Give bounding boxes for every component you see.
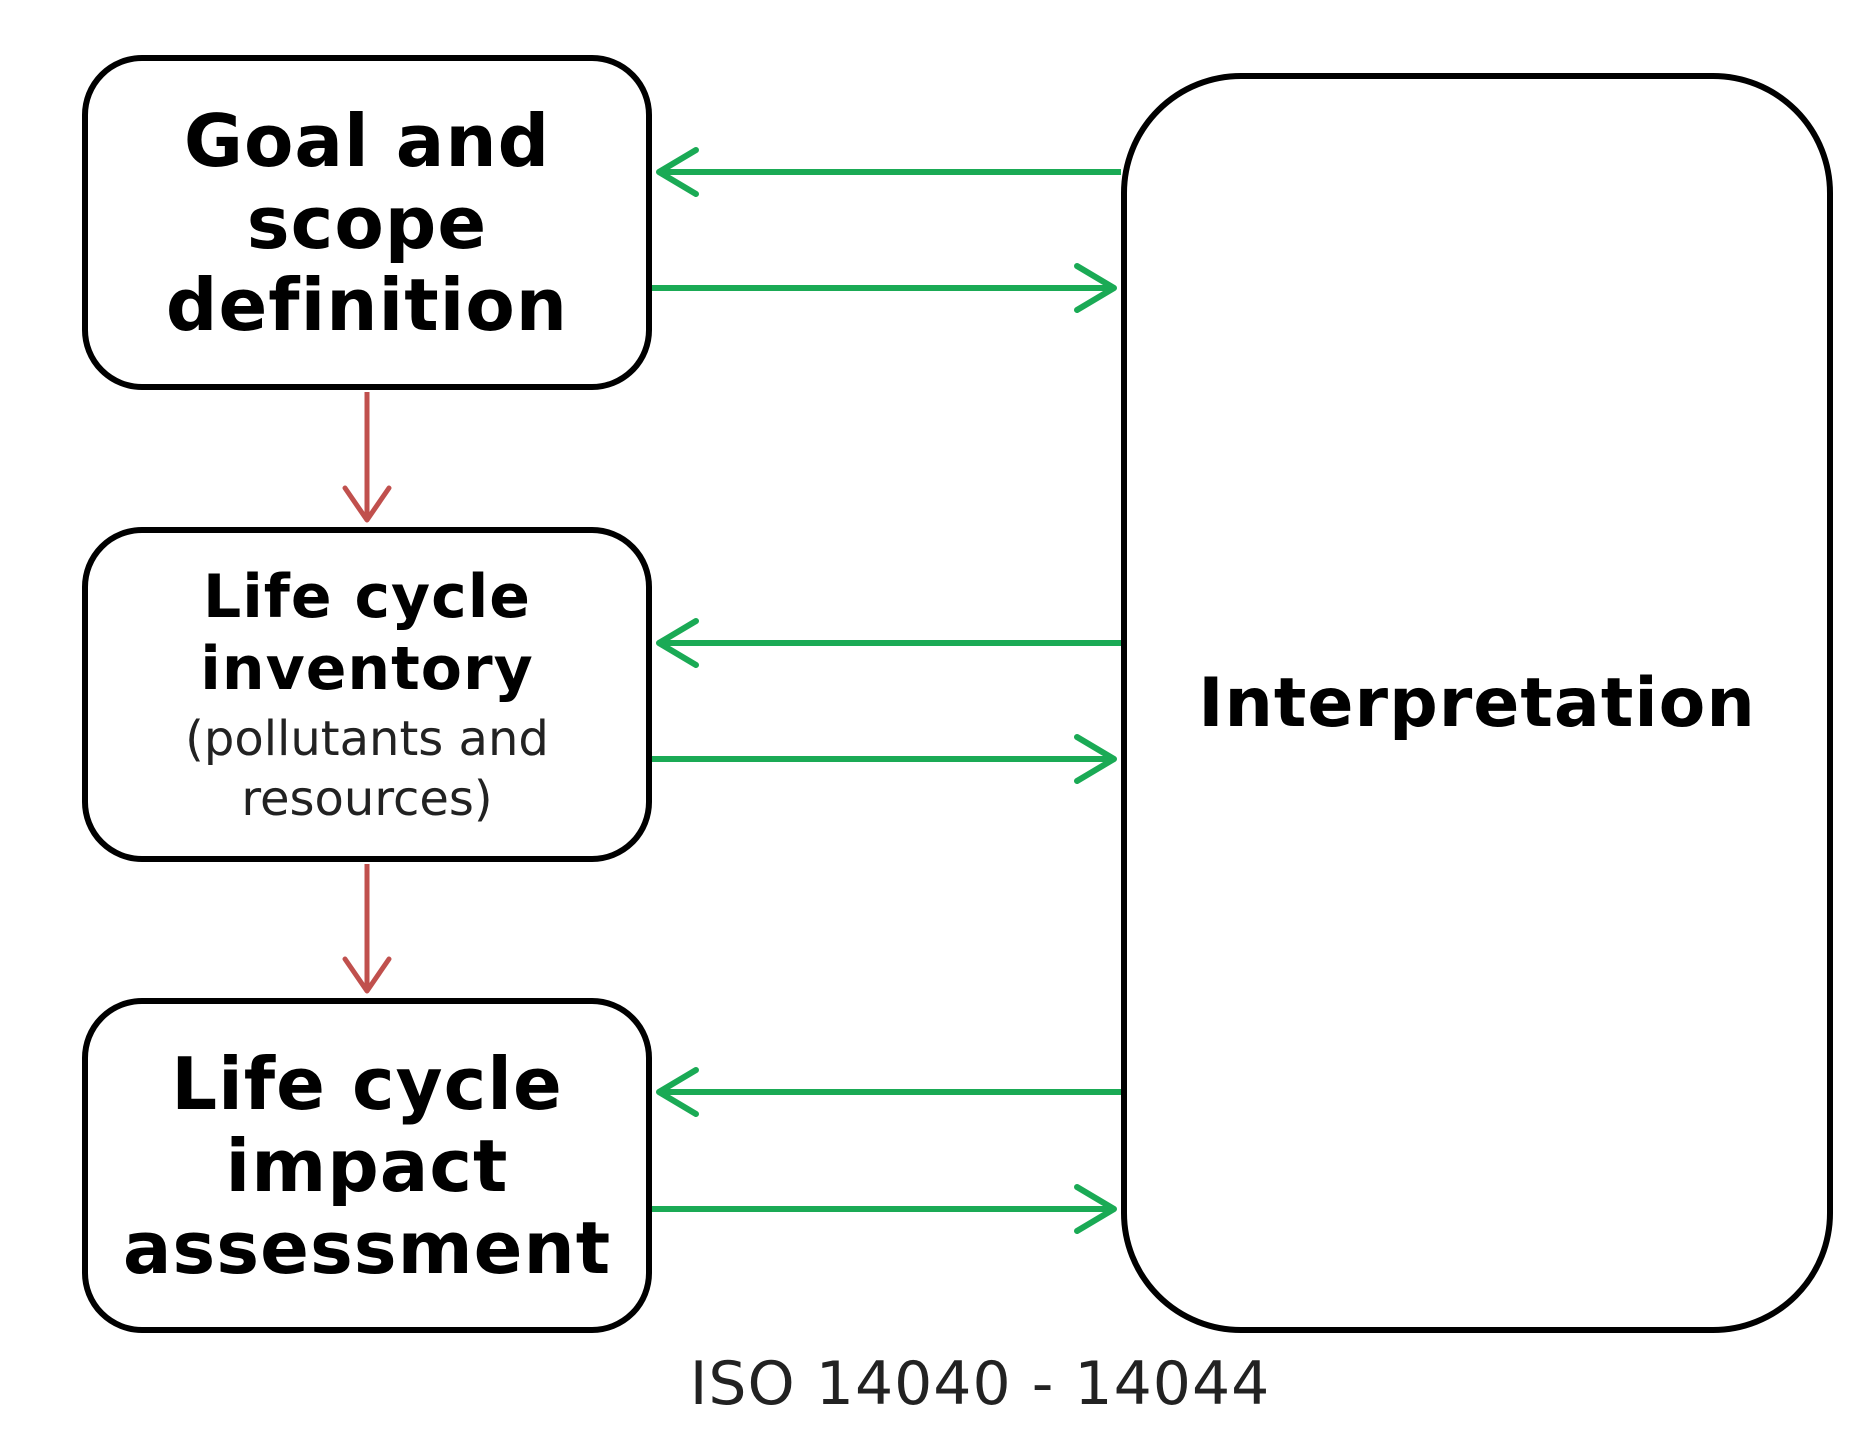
- life-cycle-impact-assessment-box: Life cycle impact assessment: [82, 998, 652, 1333]
- goal-and-scope-box: Goal and scope definition: [82, 55, 652, 390]
- life-cycle-inventory-box: Life cycle inventory (pollutants and res…: [82, 527, 652, 862]
- feedback-arrow-goal-to-interpretation: [652, 263, 1117, 313]
- feedback-arrow-interpretation-to-inventory: [656, 618, 1121, 668]
- life-cycle-inventory-title: Life cycle inventory: [200, 561, 534, 704]
- standard-caption: ISO 14040 - 14044: [689, 1349, 1271, 1419]
- interpretation-title: Interpretation: [1198, 663, 1756, 743]
- feedback-arrow-impact-to-interpretation: [652, 1184, 1117, 1234]
- feedback-arrow-interpretation-to-goal: [656, 147, 1121, 197]
- feedback-arrow-interpretation-to-impact: [656, 1067, 1121, 1117]
- flow-arrow-inventory-to-impact: [342, 864, 392, 994]
- feedback-arrow-inventory-to-interpretation: [652, 734, 1117, 784]
- life-cycle-inventory-subtitle: (pollutants and resources): [185, 710, 549, 827]
- flow-arrow-goal-to-inventory: [342, 392, 392, 523]
- goal-and-scope-title: Goal and scope definition: [165, 98, 569, 347]
- interpretation-box: Interpretation: [1121, 73, 1833, 1333]
- life-cycle-impact-assessment-title: Life cycle impact assessment: [122, 1041, 612, 1290]
